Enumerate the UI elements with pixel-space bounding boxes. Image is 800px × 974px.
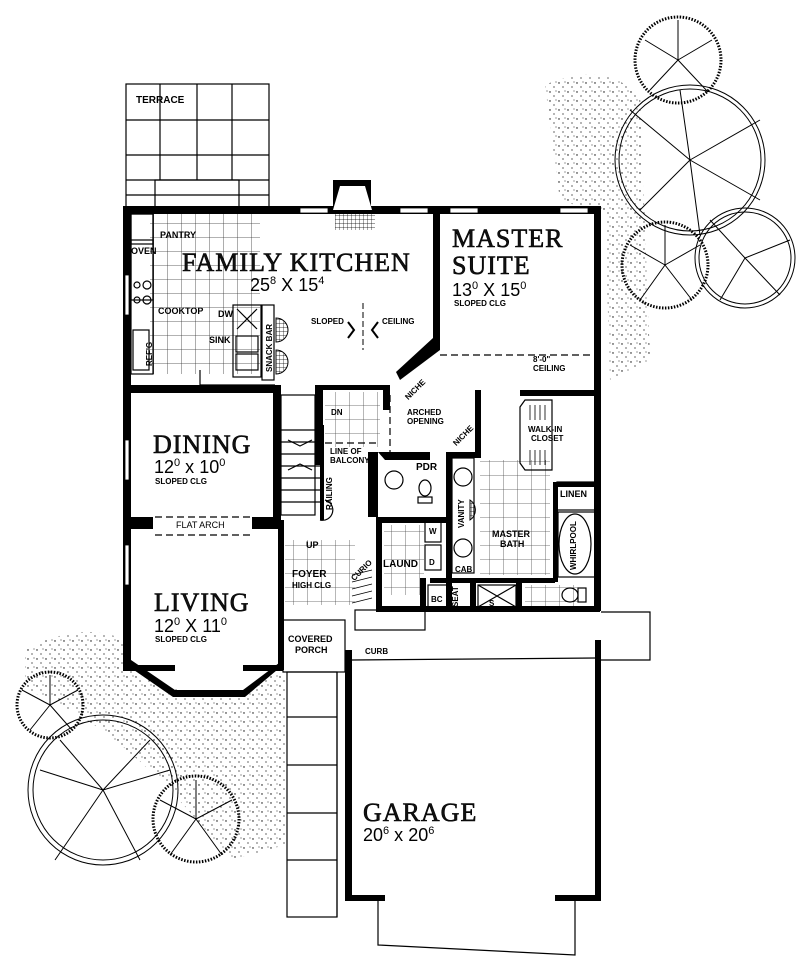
dim-width-inches: 8 <box>270 275 277 287</box>
family-kitchen-dimensions: 258 X 154 <box>250 275 325 295</box>
dim-width: 12 <box>154 457 175 477</box>
dim-width: 20 <box>363 825 384 845</box>
refg-label: REF'G <box>145 341 154 366</box>
walk-in-closet-label-1: WALK-IN <box>528 425 563 434</box>
dim-separator: X <box>483 280 496 300</box>
seat-label: SEAT <box>451 586 460 607</box>
dim-length: 20 <box>408 825 429 845</box>
landscape-stipple <box>25 74 650 860</box>
master-bath-label-2: BATH <box>500 539 525 549</box>
living-dimensions: 120 X 110 <box>154 616 228 636</box>
cab-label-top: CAB <box>455 451 473 460</box>
up-stair-label: UP <box>306 540 319 550</box>
dim-width-inches: 0 <box>174 616 181 628</box>
dim-length: 11 <box>202 616 221 636</box>
arched-opening-label-2: OPENING <box>407 417 444 426</box>
railing-label: RAILING <box>325 477 334 510</box>
master-suite-title-line2: SUITE <box>452 251 531 280</box>
terrace-label: TERRACE <box>136 95 185 106</box>
ceiling-label: CEILING <box>382 317 415 326</box>
dim-width-inches: 6 <box>383 825 390 837</box>
garage-title: GARAGE <box>363 798 478 827</box>
walk-in-closet-label-2: CLOSET <box>531 434 564 443</box>
vanity-label: VANITY <box>457 499 466 528</box>
master-suite-title-line1: MASTER <box>452 224 564 253</box>
dining-note: SLOPED CLG <box>155 477 208 486</box>
bc-label: BC <box>431 595 443 604</box>
dim-width: 12 <box>154 616 175 636</box>
dim-width: 13 <box>452 280 473 300</box>
ceiling-height-label: 8'-0" <box>533 355 551 364</box>
cab-label-bottom: CAB <box>455 565 473 574</box>
whirlpool-label: WHIRLPOOL <box>569 521 578 570</box>
line-of-balcony-label-1: LINE OF <box>330 447 362 456</box>
curb-label: CURB <box>365 647 389 656</box>
dim-length: 15 <box>298 275 319 295</box>
dim-length-inches: 4 <box>318 275 325 287</box>
family-kitchen-title: FAMILY KITCHEN <box>182 248 411 277</box>
dim-width-inches: 0 <box>472 280 479 292</box>
dim-separator: x <box>185 457 195 477</box>
dryer-label: D <box>429 558 435 567</box>
laundry-label: LAUND <box>383 559 418 570</box>
dim-width-inches: 0 <box>174 457 181 469</box>
oven-label: OVEN <box>131 246 157 256</box>
trees <box>15 15 796 866</box>
master-suite-dimensions: 130 X 150 <box>452 280 527 300</box>
dim-width: 25 <box>250 275 271 295</box>
flat-arch-label: FLAT ARCH <box>176 520 225 530</box>
pdr-label: PDR <box>416 462 438 473</box>
down-stair-label: DN <box>331 408 343 417</box>
dim-separator: x <box>394 825 404 845</box>
dining-dimensions: 120 x 100 <box>154 457 226 477</box>
garage-dimensions: 206 x 206 <box>363 825 435 845</box>
dim-length: 15 <box>500 280 521 300</box>
covered-porch-label-1: COVERED <box>288 634 333 644</box>
shower-label: S <box>489 599 495 608</box>
cooktop-label: COOKTOP <box>158 306 204 316</box>
living-title: LIVING <box>154 588 250 617</box>
master-bath-label-1: MASTER <box>492 529 530 539</box>
snack-bar-label: SNACK BAR <box>265 324 274 372</box>
sloped-label: SLOPED <box>311 317 344 326</box>
dim-length-inches: 0 <box>520 280 527 292</box>
dim-separator: X <box>281 275 294 295</box>
dim-length: 10 <box>199 457 220 477</box>
fireplace <box>333 186 375 230</box>
dim-length-inches: 6 <box>428 825 435 837</box>
dim-separator: X <box>185 616 198 636</box>
sink-label: SINK <box>209 335 231 345</box>
master-suite-note: SLOPED CLG <box>454 299 507 308</box>
foyer-label-2: HIGH CLG <box>292 581 332 590</box>
living-note: SLOPED CLG <box>155 635 208 644</box>
dining-title: DINING <box>153 430 252 459</box>
ceiling-height-label-2: CEILING <box>533 364 566 373</box>
foyer-label-1: FOYER <box>292 569 327 580</box>
covered-porch-label-2: PORCH <box>295 645 328 655</box>
linen-label: LINEN <box>560 489 587 499</box>
dw-label: DW <box>218 309 233 319</box>
washer-label: W <box>429 527 437 536</box>
dim-length-inches: 0 <box>219 457 226 469</box>
dim-length-inches: 0 <box>220 616 228 628</box>
pantry-label: PANTRY <box>160 230 196 240</box>
line-of-balcony-label-2: BALCONY <box>330 456 370 465</box>
arched-opening-label-1: ARCHED <box>407 408 442 417</box>
